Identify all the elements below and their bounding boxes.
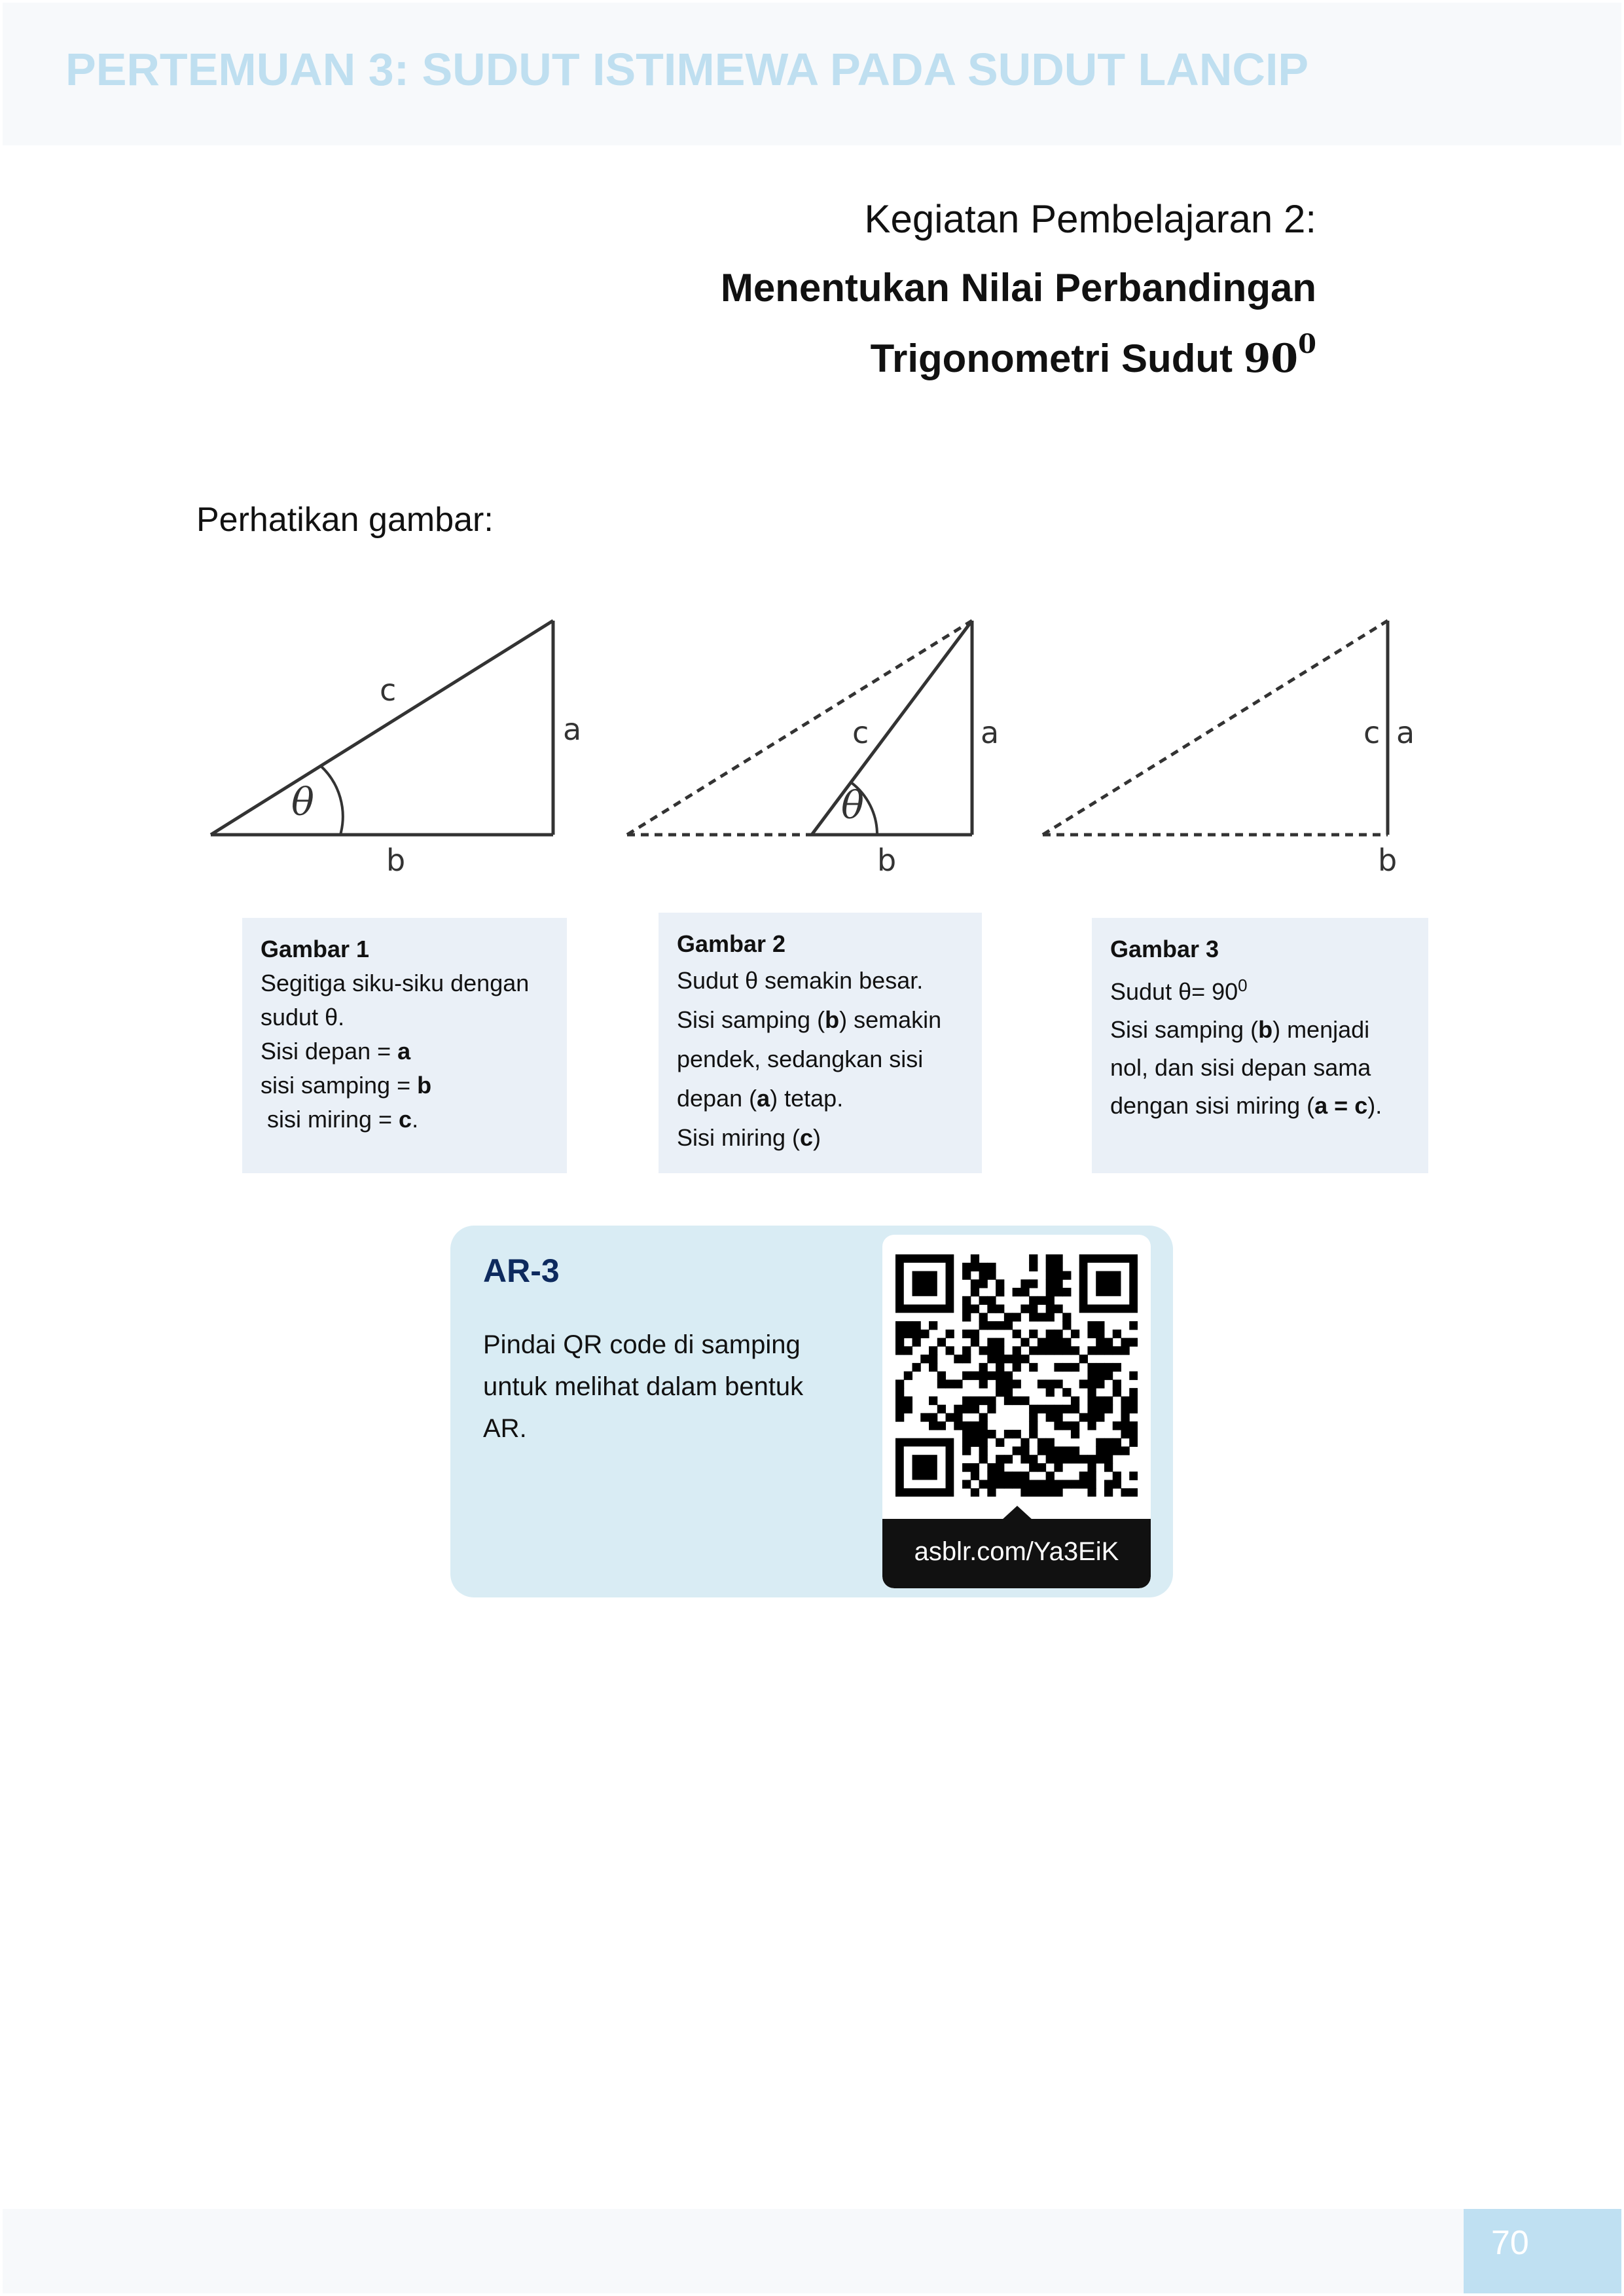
fig1-hypotenuse <box>209 619 554 837</box>
caption-line: Sudut θ= 900 <box>1110 975 1248 1005</box>
activity-title-text: Trigonometri Sudut <box>870 337 1244 380</box>
fig2-angle-arc <box>850 781 878 835</box>
fig1-label-c: c <box>380 672 396 708</box>
caption-title: Gambar 2 <box>677 930 786 957</box>
qr-url-bar: asblr.com/Ya3EiK <box>882 1506 1151 1588</box>
figure-2-triangle: c a b θ <box>626 619 999 878</box>
ar-card: AR-3 Pindai QR code di samping untuk mel… <box>450 1226 1173 1597</box>
page-number-box: 70 <box>1464 2209 1621 2293</box>
caption-line: Sisi samping (b) menjadi <box>1110 1016 1370 1043</box>
qr-panel[interactable]: asblr.com/Ya3EiK <box>882 1235 1151 1588</box>
ar-instruction: Pindai QR code di samping untuk melihat … <box>483 1330 804 1443</box>
fig3-original-hypotenuse <box>1041 619 1389 837</box>
fig2-original-hypotenuse <box>626 619 973 837</box>
caption-line: sisi samping = b <box>261 1072 432 1099</box>
fig2-hypotenuse <box>810 619 974 836</box>
page-header-title: PERTEMUAN 3: SUDUT ISTIMEWA PADA SUDUT L… <box>65 44 1309 95</box>
caption-line: Segitiga siku-siku dengan <box>261 970 530 996</box>
caption-line: Sisi miring (c) <box>677 1124 821 1151</box>
fig1-label-theta: θ <box>291 780 314 824</box>
fig1-label-b: b <box>386 843 405 878</box>
activity-title-line1: Menentukan Nilai Perbandingan <box>720 266 1316 310</box>
footer-band <box>3 2209 1621 2293</box>
caption-body: Segitiga siku-siku dengan sudut θ. Sisi de… <box>261 966 549 1137</box>
intro-text: Perhatikan gambar: <box>196 501 494 539</box>
caption-line: sisi miring = c. <box>261 1106 419 1133</box>
fig2-label-c: c <box>852 715 869 750</box>
fig3-label-b: b <box>1378 843 1397 878</box>
caption-line: depan (a) tetap. <box>677 1085 844 1112</box>
qr-url-bar-notch <box>1001 1506 1033 1520</box>
caption-line: nol, dan sisi depan sama <box>1110 1054 1371 1081</box>
figure-3-triangle: c a b <box>1041 619 1415 878</box>
caption-body: Sudut θ semakin besar. Sisi samping (b) s… <box>677 961 964 1157</box>
fig2-label-theta: θ <box>841 783 864 828</box>
fig3-label-a: a <box>1396 715 1415 750</box>
caption-figure-2: Gambar 2 Sudut θ semakin besar. Sisi samp… <box>659 913 982 1173</box>
fig2-label-b: b <box>877 843 896 878</box>
caption-line: Sudut θ semakin besar. <box>677 967 924 994</box>
caption-line: Sisi samping (b) semakin <box>677 1006 942 1033</box>
activity-title-line2: Trigonometri Sudut 900 <box>870 329 1316 382</box>
page-number: 70 <box>1491 2224 1529 2262</box>
caption-line: pendek, sedangkan sisi <box>677 1046 924 1072</box>
activity-label: Kegiatan Pembelajaran 2: <box>864 197 1316 241</box>
caption-title: Gambar 3 <box>1110 936 1219 962</box>
activity-title-angle: 900 <box>1243 329 1316 382</box>
ar-link[interactable]: asblr.com/Ya3EiK <box>914 1537 1119 1566</box>
header-band <box>3 3 1621 145</box>
caption-title: Gambar 1 <box>261 936 370 962</box>
angle-exponent: 0 <box>1298 329 1316 359</box>
angle-base: 90 <box>1243 336 1299 382</box>
ar-title: AR-3 <box>483 1252 560 1289</box>
fig1-angle-arc <box>319 765 344 835</box>
caption-line: dengan sisi miring (a = c). <box>1110 1092 1382 1119</box>
caption-figure-1: Gambar 1 Segitiga siku-siku dengan sudut … <box>242 918 567 1173</box>
fig2-label-a: a <box>981 715 999 750</box>
caption-line: sudut θ. <box>261 1004 345 1030</box>
fig1-label-a: a <box>563 712 581 747</box>
qr-code[interactable] <box>895 1254 1138 1497</box>
figure-1-triangle: c a b θ <box>209 619 581 878</box>
fig3-label-c: c <box>1363 715 1380 750</box>
caption-line: Sisi depan = a <box>261 1038 411 1065</box>
